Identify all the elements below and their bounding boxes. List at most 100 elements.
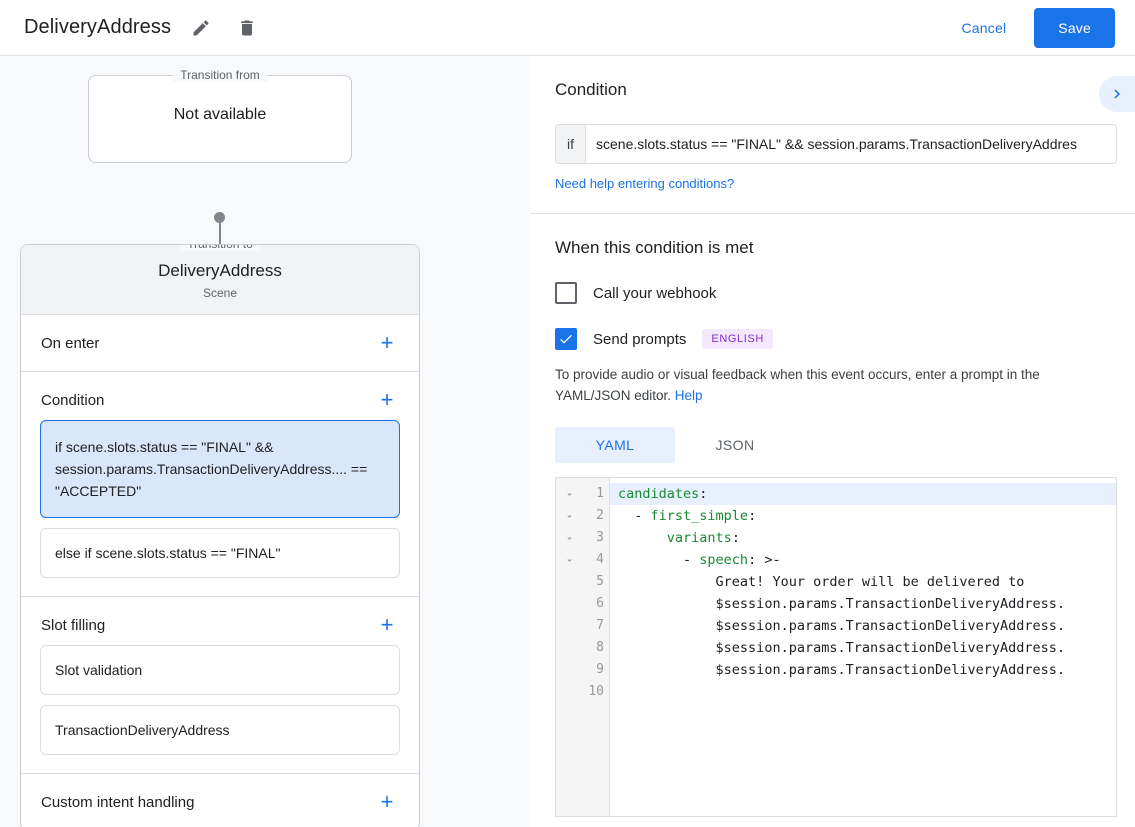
send-prompts-checkbox-row[interactable]: Send prompts ENGLISH (555, 328, 1135, 350)
code-line[interactable]: - speech: >- (683, 552, 781, 568)
scene-name: DeliveryAddress (158, 261, 282, 280)
language-badge: ENGLISH (702, 329, 773, 349)
condition-item-selected[interactable]: if scene.slots.status == "FINAL" && sess… (40, 420, 400, 518)
delete-trash-button[interactable] (231, 12, 263, 44)
trash-icon (241, 20, 253, 35)
code-line[interactable]: $session.params.TransactionDeliveryAddre… (715, 662, 1066, 678)
left-graph-panel: Transition from Not available Transition… (0, 56, 530, 827)
code-line[interactable]: $session.params.TransactionDeliveryAddre… (715, 596, 1066, 612)
checkmark-icon (560, 334, 572, 344)
chevron-right-icon (1114, 89, 1120, 99)
section-header-custom-intent-handling[interactable]: Custom intent handling + (21, 774, 419, 827)
call-webhook-checkbox[interactable] (555, 282, 577, 304)
expand-panel-button[interactable] (1099, 76, 1135, 112)
line-number: 4 (596, 552, 604, 567)
section-label-slot-filling: Slot filling (41, 616, 106, 634)
line-number: 6 (596, 596, 604, 611)
add-custom-intent-button[interactable]: + (380, 789, 394, 814)
save-button[interactable]: Save (1034, 7, 1115, 48)
add-on-enter-button[interactable]: + (380, 330, 394, 355)
scene-header: DeliveryAddress Scene (21, 245, 419, 315)
transition-to-legend: Transition to (179, 245, 261, 251)
tab-yaml[interactable]: YAML (555, 427, 675, 463)
transition-to-card: Transition to DeliveryAddress Scene On e… (20, 244, 420, 827)
prompts-description: To provide audio or visual feedback when… (555, 364, 1117, 406)
code-line[interactable]: candidates: (610, 483, 1116, 505)
add-slot-filling-button[interactable]: + (380, 612, 394, 637)
tab-json[interactable]: JSON (715, 437, 755, 453)
code-line[interactable]: $session.params.TransactionDeliveryAddre… (715, 618, 1066, 634)
section-custom-intent-handling: Custom intent handling + (21, 774, 419, 827)
line-number: 8 (596, 640, 604, 655)
fold-empty (556, 571, 582, 593)
condition-help-link[interactable]: Need help entering conditions? (555, 176, 735, 191)
section-header-on-enter[interactable]: On enter + (21, 315, 419, 371)
call-webhook-label: Call your webhook (593, 284, 717, 302)
scene-type-label: Scene (202, 286, 238, 300)
fold-toggle[interactable] (556, 549, 582, 571)
condition-if-prefix: if (556, 125, 586, 163)
fold-toggle[interactable] (556, 527, 582, 549)
section-on-enter: On enter + (21, 315, 419, 372)
transition-from-box: Transition from Not available (88, 68, 352, 163)
code-line[interactable]: $session.params.TransactionDeliveryAddre… (715, 640, 1066, 656)
section-label-custom-intent-handling: Custom intent handling (41, 793, 195, 811)
editor-code-area[interactable]: candidates: - first_simple: variants: - … (610, 478, 1116, 816)
cancel-button[interactable]: Cancel (946, 11, 1023, 45)
code-line[interactable]: variants: (666, 530, 740, 546)
transition-from-value: Not available (173, 106, 267, 123)
code-line[interactable]: - first_simple: (634, 508, 757, 524)
fold-empty (556, 593, 582, 615)
pencil-icon (193, 19, 209, 35)
top-bar: DeliveryAddress Cancel Save (0, 0, 1135, 56)
condition-heading: Condition (555, 80, 627, 99)
chevron-down-icon (566, 559, 572, 562)
webhook-checkbox-row[interactable]: Call your webhook (555, 282, 1135, 304)
add-condition-button[interactable]: + (380, 387, 394, 412)
section-slot-filling: Slot filling + Slot validation Transacti… (21, 597, 419, 774)
fold-toggle[interactable] (556, 483, 582, 505)
line-number: 1 (596, 486, 604, 501)
prompts-description-text: To provide audio or visual feedback when… (555, 367, 1040, 403)
line-number: 2 (596, 508, 604, 523)
line-number: 5 (596, 574, 604, 589)
condition-detail-section: Condition if scene.slots.status == "FINA… (530, 56, 1135, 214)
condition-expression-input[interactable]: scene.slots.status == "FINAL" && session… (596, 136, 1077, 152)
editor-format-tabs: YAML JSON (555, 427, 1135, 463)
section-label-on-enter: On enter (41, 334, 100, 352)
panel-divider (530, 213, 1135, 214)
send-prompts-checkbox[interactable] (555, 328, 577, 350)
send-prompts-label: Send prompts (593, 330, 687, 348)
section-condition: Condition + if scene.slots.status == "FI… (21, 372, 419, 597)
edit-pencil-button[interactable] (185, 12, 217, 44)
prompts-help-link[interactable]: Help (674, 388, 703, 403)
code-line[interactable] (610, 681, 1116, 703)
fold-empty (556, 637, 582, 659)
chevron-down-icon (566, 537, 572, 540)
slot-item-transaction-delivery-address[interactable]: TransactionDeliveryAddress (40, 705, 400, 755)
line-number: 10 (588, 684, 604, 699)
page-title: DeliveryAddress (24, 16, 172, 38)
transition-from-legend: Transition from (172, 68, 268, 82)
when-condition-met-heading: When this condition is met (555, 238, 754, 257)
fold-empty (556, 681, 582, 703)
chevron-down-icon (566, 515, 572, 518)
when-condition-met-section: When this condition is met Call your web… (530, 214, 1135, 817)
line-number: 3 (596, 530, 604, 545)
editor-fold-gutter (556, 478, 582, 816)
fold-empty (556, 615, 582, 637)
section-header-slot-filling[interactable]: Slot filling + (21, 597, 419, 645)
condition-item[interactable]: else if scene.slots.status == "FINAL" (40, 528, 400, 578)
code-line[interactable]: Great! Your order will be delivered to (715, 574, 1025, 590)
section-header-condition[interactable]: Condition + (21, 372, 419, 420)
condition-input-group[interactable]: if scene.slots.status == "FINAL" && sess… (555, 124, 1117, 164)
section-label-condition: Condition (41, 391, 105, 409)
right-details-panel: Condition if scene.slots.status == "FINA… (530, 56, 1135, 827)
line-number: 7 (596, 618, 604, 633)
fold-toggle[interactable] (556, 505, 582, 527)
connector-dot (214, 212, 225, 223)
slot-validation-item[interactable]: Slot validation (40, 645, 400, 695)
